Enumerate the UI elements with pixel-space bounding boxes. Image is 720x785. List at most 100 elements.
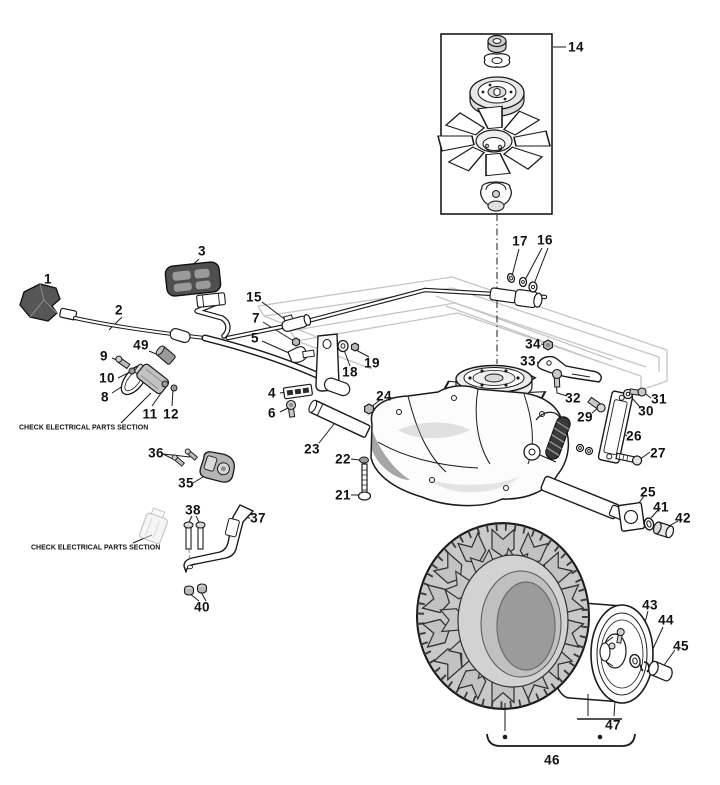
transmission-assembly xyxy=(308,364,630,523)
callout-22: 22 xyxy=(335,451,351,467)
screw-36a xyxy=(171,454,185,467)
inset-clutch xyxy=(480,181,512,212)
callout-7: 7 xyxy=(252,310,260,326)
callout-42: 42 xyxy=(675,510,691,526)
washer-18 xyxy=(337,339,349,353)
bracket-46-mark xyxy=(486,733,636,747)
gearbox-housing xyxy=(370,385,570,507)
tube-sleeve xyxy=(169,327,191,344)
callout-41: 41 xyxy=(653,499,669,515)
callout-16: 16 xyxy=(537,232,553,248)
screw-36b xyxy=(184,448,198,461)
callout-32: 32 xyxy=(565,390,581,406)
bolt-27 xyxy=(615,452,643,466)
callout-29: 29 xyxy=(577,409,593,425)
callout-27: 27 xyxy=(650,445,666,461)
shift-lever-assembly xyxy=(19,261,360,418)
callout-9: 9 xyxy=(100,348,108,364)
callout-12: 12 xyxy=(163,406,179,422)
callout-19: 19 xyxy=(364,355,380,371)
nut-12 xyxy=(170,384,178,392)
callout-2: 2 xyxy=(115,302,123,318)
callout-6: 6 xyxy=(268,405,276,421)
callout-24: 24 xyxy=(376,388,392,404)
callout-1: 1 xyxy=(44,271,52,287)
callout-49: 49 xyxy=(133,337,149,353)
callout-40: 40 xyxy=(194,599,210,615)
axle-shaft-23 xyxy=(308,399,371,438)
rod-clevis xyxy=(59,307,78,321)
sensor-35 xyxy=(199,451,235,483)
bolt-38b xyxy=(195,521,206,550)
cap-45 xyxy=(648,660,673,682)
link-rod-assembly xyxy=(225,272,548,341)
inset-fan xyxy=(437,105,551,177)
note-check-electrical-parts-1: CHECK ELECTRICAL PARTS SECTION xyxy=(19,424,149,432)
inset-lobed-washer xyxy=(483,53,511,68)
valve-bolt-47 xyxy=(616,628,625,644)
callout-35: 35 xyxy=(178,475,194,491)
bracket-26 xyxy=(597,390,634,464)
switch-8-assembly xyxy=(115,345,178,396)
callout-21: 21 xyxy=(335,487,351,503)
bracket-37-group xyxy=(138,504,254,596)
inset-pulley xyxy=(469,76,525,117)
inset-nut xyxy=(487,34,507,54)
bolt-21 xyxy=(357,463,372,501)
washer-22 xyxy=(359,456,369,464)
tire-center-hole xyxy=(496,581,556,671)
pedal-connector xyxy=(196,292,226,308)
brake-arm xyxy=(523,411,561,463)
washer-16b xyxy=(528,281,538,293)
nut-40b xyxy=(196,583,208,594)
bracket-33 xyxy=(537,355,602,383)
washer-pair xyxy=(575,443,594,456)
screw-9 xyxy=(115,355,131,370)
washer-17 xyxy=(506,272,516,284)
inset-box-14 xyxy=(437,33,553,215)
callout-8: 8 xyxy=(101,389,109,405)
bottom-marks xyxy=(486,694,636,747)
bracket-37 xyxy=(183,504,254,573)
clamp-15 xyxy=(281,313,312,332)
bolt-32 xyxy=(551,368,563,388)
callout-14: 14 xyxy=(568,39,584,55)
faint-switch xyxy=(138,507,169,545)
callout-30: 30 xyxy=(638,403,654,419)
callout-34: 34 xyxy=(525,336,541,352)
sensor-group xyxy=(171,448,235,483)
brake-spring xyxy=(545,416,571,460)
callout-43: 43 xyxy=(642,597,658,613)
knob-1 xyxy=(19,283,61,322)
callout-44: 44 xyxy=(658,612,674,628)
bolt-29 xyxy=(587,396,606,413)
rod-end-fitting xyxy=(489,287,543,309)
callout-31: 31 xyxy=(651,391,667,407)
callout-11: 11 xyxy=(142,406,158,422)
nut-24 xyxy=(364,403,374,415)
tire xyxy=(416,522,590,710)
clamp-5 xyxy=(287,346,315,364)
washer-41 xyxy=(643,517,655,531)
callout-23: 23 xyxy=(304,441,320,457)
nut-11 xyxy=(161,380,169,388)
plate-4 xyxy=(282,383,313,400)
callout-4: 4 xyxy=(268,385,276,401)
pedal-3 xyxy=(164,261,222,297)
support-bracket xyxy=(315,333,351,397)
nut-19 xyxy=(350,342,360,352)
plate-25 xyxy=(617,502,646,532)
callout-33: 33 xyxy=(520,353,536,369)
callout-25: 25 xyxy=(640,484,656,500)
callout-15: 15 xyxy=(246,289,262,305)
washer-43 xyxy=(629,653,641,669)
callout-46: 46 xyxy=(544,752,560,768)
bolt-38a xyxy=(183,521,194,550)
callout-38: 38 xyxy=(185,502,201,518)
washer-16a xyxy=(518,276,528,288)
callout-3: 3 xyxy=(198,243,206,259)
callout-37: 37 xyxy=(250,510,266,526)
